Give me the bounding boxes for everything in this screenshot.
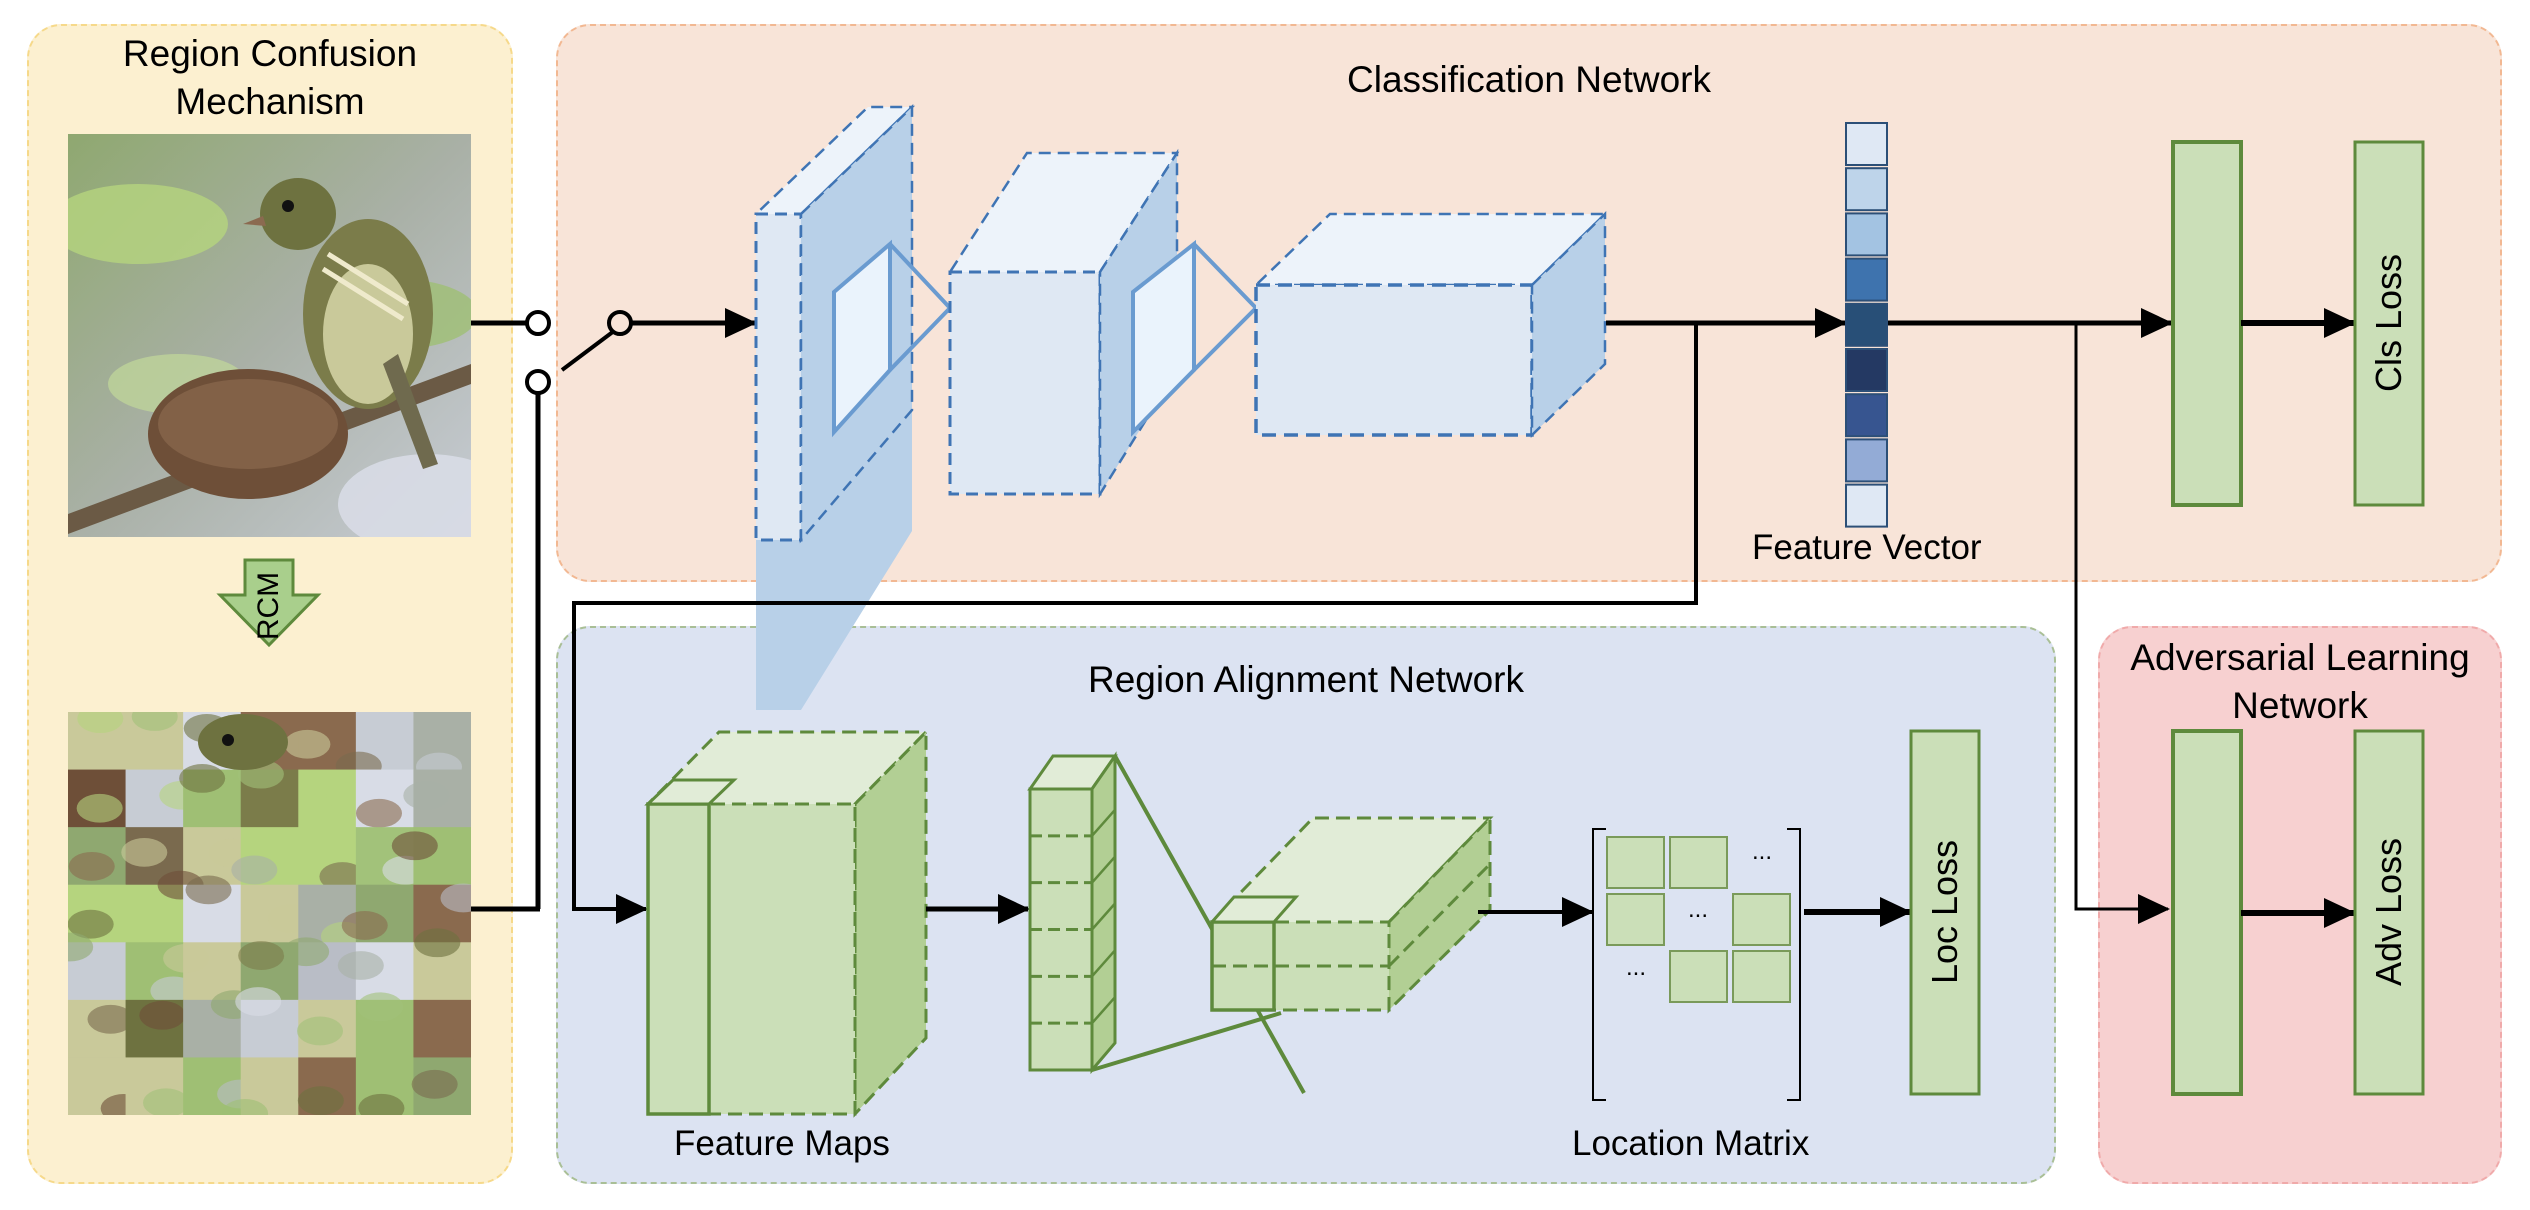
- image-patch-detail: [163, 943, 210, 973]
- projection-line-top: [1113, 755, 1306, 1094]
- loc-loss-label: Loc Loss: [1924, 839, 1965, 985]
- image-patch-detail: [337, 951, 384, 980]
- adversarial-title-line2: Network: [2232, 685, 2368, 726]
- matrix-ellipsis-1: ...: [1752, 838, 1773, 865]
- image-patch-detail: [411, 1069, 458, 1099]
- region-feature-column: [1027, 751, 1118, 1075]
- matrix-left-bracket: [1592, 828, 1606, 1101]
- image-patch-detail: [296, 1016, 344, 1046]
- image-patch-detail: [77, 712, 124, 734]
- cnn-layer-3: [1252, 211, 1609, 438]
- feature-vector-cell: [1845, 167, 1888, 212]
- image-patch-detail: [235, 987, 282, 1016]
- switch-lever: [560, 329, 616, 372]
- conv-kernel-projection-2: [1192, 242, 1259, 372]
- shuffled-bird-image: [68, 712, 471, 1115]
- feature-vector-cell: [1845, 438, 1888, 483]
- image-patch-detail: [414, 928, 461, 958]
- image-patch-detail: [68, 909, 114, 939]
- image-patch-detail: [283, 937, 330, 967]
- classification-title: Classification Network: [1347, 59, 1711, 100]
- adv-loss-box: [2353, 729, 2425, 1096]
- feature-maps-label: Feature Maps: [674, 1124, 890, 1163]
- image-patch-detail: [121, 837, 168, 867]
- image-patch-detail: [440, 883, 471, 913]
- rcm-down-arrow: [216, 558, 322, 648]
- feature-vector-cell: [1845, 348, 1888, 392]
- bird-head-patch: [198, 714, 288, 770]
- image-patch-detail: [403, 781, 450, 810]
- classifier-fc-layer: [2171, 140, 2243, 507]
- adversarial-fc-layer: [2171, 729, 2243, 1096]
- image-patch-detail: [341, 911, 388, 940]
- image-patch-detail: [131, 712, 178, 731]
- location-matrix: [1592, 828, 1801, 1101]
- image-patch-detail: [284, 729, 331, 759]
- feature-vector-cell: [1845, 212, 1888, 257]
- switch-common-terminal: [607, 310, 633, 336]
- feature-vector-cell: [1845, 122, 1888, 166]
- feature-maps-block: [644, 728, 930, 1118]
- rcm-title: Region Confusion Mechanism: [27, 30, 513, 126]
- matrix-right-bracket: [1787, 828, 1801, 1101]
- region-divider-side: [1091, 809, 1116, 837]
- image-patch-detail: [143, 1088, 190, 1115]
- matrix-ellipsis-2: ...: [1688, 896, 1709, 923]
- cls-loss-box: [2353, 140, 2425, 507]
- cls-loss-label: Cls Loss: [2368, 253, 2409, 393]
- image-patch-detail: [68, 851, 115, 881]
- location-matrix-label: Location Matrix: [1572, 1124, 1810, 1163]
- image-patch-detail: [319, 862, 366, 891]
- loc-loss-box: [1909, 729, 1981, 1096]
- image-patch-detail: [222, 1099, 269, 1115]
- image-patch-detail: [231, 855, 278, 885]
- region-divider-side: [1091, 855, 1116, 884]
- switch-terminal-shuffled: [525, 369, 551, 395]
- image-patch-detail: [87, 1004, 134, 1034]
- image-patch-detail: [139, 1000, 186, 1030]
- feature-vector-label: Feature Vector: [1752, 528, 1982, 567]
- rcm-title-line2: Mechanism: [175, 81, 365, 122]
- feature-vector-cell: [1845, 257, 1888, 302]
- original-bird-image: [68, 134, 471, 537]
- adversarial-title: Adversarial Learning Network: [2098, 634, 2502, 730]
- rcm-arrow-label: RCM: [252, 571, 285, 641]
- adv-loss-label: Adv Loss: [2368, 837, 2409, 987]
- image-patch-detail: [179, 764, 226, 793]
- region-block-3d: [1208, 814, 1494, 1014]
- alignment-title: Region Alignment Network: [1088, 659, 1524, 700]
- switch-terminal-original: [525, 310, 551, 336]
- branch-to-alignment-network: [572, 323, 1698, 924]
- region-divider-side: [1091, 902, 1116, 931]
- image-patch-detail: [68, 932, 94, 962]
- branch-to-adversarial-network: [2074, 323, 2170, 924]
- feature-vector-cell: [1845, 393, 1888, 438]
- image-patch-detail: [357, 992, 404, 1022]
- image-patch-detail: [358, 1093, 405, 1115]
- image-patch-detail: [185, 875, 232, 905]
- cnn-layer-1: [752, 104, 916, 710]
- input-switch[interactable]: [471, 310, 633, 912]
- region-divider-side: [1091, 949, 1116, 978]
- image-patch-detail: [297, 1086, 344, 1115]
- projection-line-bottom: [1091, 1011, 1282, 1072]
- cnn-layer-2: [947, 148, 1196, 499]
- image-patch-detail: [238, 941, 285, 970]
- feature-vector-cell: [1845, 483, 1888, 528]
- adversarial-title-line1: Adversarial Learning: [2130, 637, 2470, 678]
- matrix-ellipsis-3: ...: [1626, 954, 1647, 981]
- image-patch-detail: [76, 793, 123, 823]
- image-patch-detail: [391, 831, 438, 861]
- bird-eye: [222, 734, 234, 746]
- image-patch-detail: [355, 798, 403, 828]
- region-divider-side: [1091, 996, 1116, 1024]
- feature-vector-cell: [1845, 302, 1888, 347]
- rcm-title-line1: Region Confusion: [122, 33, 418, 74]
- feature-vector: [1845, 122, 1888, 528]
